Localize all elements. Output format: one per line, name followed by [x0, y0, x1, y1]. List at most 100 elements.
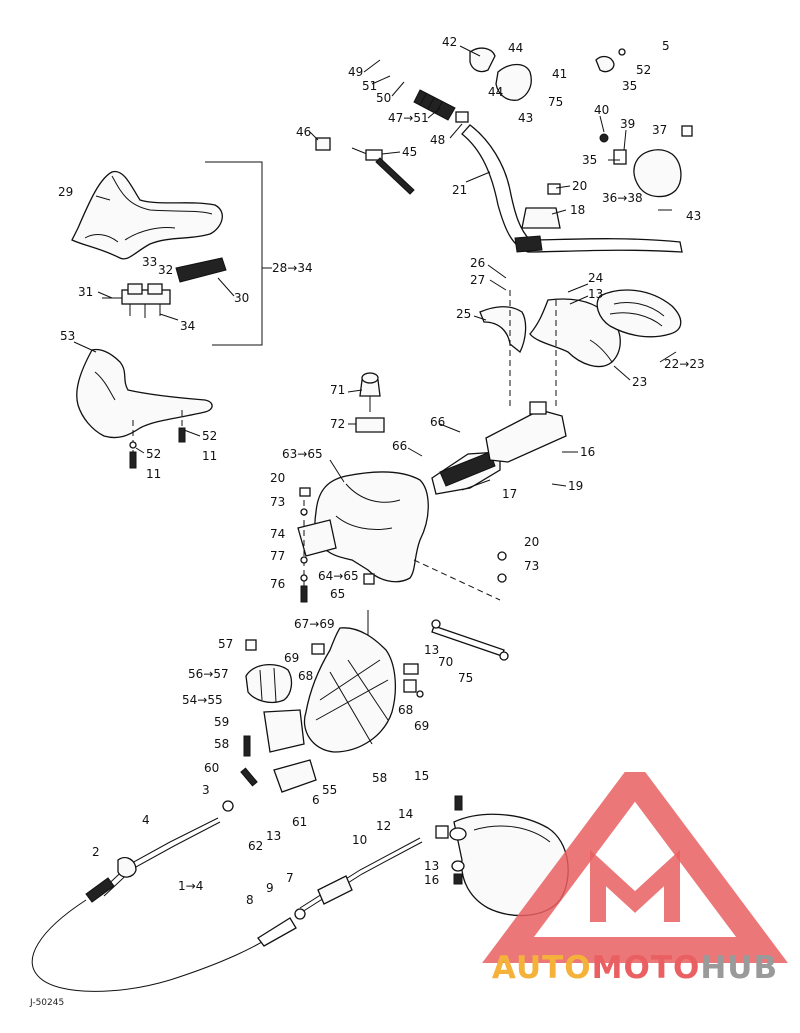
steering-rod [431, 619, 509, 661]
callout-70: 70 [438, 655, 453, 669]
callout-50: 50 [376, 91, 391, 105]
callout-20c: 20 [524, 535, 539, 549]
callout-77: 77 [270, 549, 285, 563]
side-panel [76, 348, 213, 439]
callout-28: 28→34 [272, 261, 313, 275]
callout-25: 25 [456, 307, 471, 321]
callout-68b: 68 [398, 703, 413, 717]
callout-73b: 73 [524, 559, 539, 573]
callout-8: 8 [246, 893, 254, 907]
support-hardware [299, 487, 507, 603]
handlebar [461, 124, 683, 253]
watermark-word-hub: HUB [700, 950, 779, 986]
callout-54: 54→55 [182, 693, 223, 707]
callout-65: 65 [330, 587, 345, 601]
callout-14: 14 [398, 807, 413, 821]
callout-4: 4 [142, 813, 150, 827]
callout-33: 33 [142, 255, 157, 269]
callout-52: 52 [636, 63, 651, 77]
callout-49: 49 [348, 65, 363, 79]
document-code: J-50245 [30, 998, 65, 1008]
callout-66b: 66 [392, 439, 407, 453]
callout-13c: 13 [266, 829, 281, 843]
choke-cable [315, 137, 415, 195]
callout-20: 20 [572, 179, 587, 193]
callout-1: 1→4 [178, 879, 203, 893]
callout-15: 15 [414, 769, 429, 783]
seat-strap [175, 257, 227, 283]
callout-71: 71 [330, 383, 345, 397]
callout-69: 69 [284, 651, 299, 665]
callout-36: 36→38 [602, 191, 643, 205]
callout-52c: 52 [146, 447, 161, 461]
callout-58b: 58 [372, 771, 387, 785]
callout-35b: 35 [582, 153, 597, 167]
leader-lines [73, 45, 677, 491]
callout-76: 76 [270, 577, 285, 591]
steering-support [297, 471, 429, 585]
callout-67: 67→69 [294, 617, 335, 631]
reverse-cable [257, 825, 449, 947]
callout-7: 7 [286, 871, 294, 885]
callout-58: 58 [214, 737, 229, 751]
callout-56: 56→57 [188, 667, 229, 681]
steering-pad [596, 289, 682, 338]
kill-switch-cap [595, 48, 626, 73]
switch-housing [599, 125, 693, 198]
callout-16: 16 [580, 445, 595, 459]
callout-11: 11 [202, 449, 217, 463]
callout-35: 35 [622, 79, 637, 93]
callout-21: 21 [452, 183, 467, 197]
callout-37: 37 [652, 123, 667, 137]
callout-2: 2 [92, 845, 100, 859]
handlebar-clamp [521, 183, 561, 229]
callout-72: 72 [330, 417, 345, 431]
callout-3: 3 [202, 783, 210, 797]
side-panel-screws [129, 410, 186, 469]
right-hardware [403, 663, 424, 698]
callout-48: 48 [430, 133, 445, 147]
callout-68: 68 [298, 669, 313, 683]
callout-44b: 44 [488, 85, 503, 99]
watermark-word-auto: AUTO [491, 950, 592, 986]
callout-22: 22→23 [664, 357, 705, 371]
callout-75: 75 [548, 95, 563, 109]
seat-cushion [71, 170, 223, 260]
callout-75b: 75 [458, 671, 473, 685]
callout-31: 31 [78, 285, 93, 299]
callout-20b: 20 [270, 471, 285, 485]
callout-10: 10 [352, 833, 367, 847]
callout-6: 6 [312, 793, 320, 807]
cable-clamp [245, 639, 293, 704]
callout-29: 29 [58, 185, 73, 199]
callout-19: 19 [568, 479, 583, 493]
callout-69b: 69 [414, 719, 429, 733]
callout-57: 57 [218, 637, 233, 651]
callout-60: 60 [204, 761, 219, 775]
callout-30: 30 [234, 291, 249, 305]
callout-39: 39 [620, 117, 635, 131]
callout-43: 43 [518, 111, 533, 125]
callout-13: 13 [588, 287, 603, 301]
callout-64: 64→65 [318, 569, 359, 583]
callout-61: 61 [292, 815, 307, 829]
seat-bracket [102, 283, 171, 318]
callout-43b: 43 [686, 209, 701, 223]
callout-13b: 13 [424, 643, 439, 657]
callout-44: 44 [508, 41, 523, 55]
callout-18: 18 [570, 203, 585, 217]
seat-group-bracket [205, 161, 263, 346]
steering-column [431, 401, 567, 495]
callout-11b: 11 [146, 467, 161, 481]
callout-26: 26 [470, 256, 485, 270]
callout-55: 55 [322, 783, 337, 797]
callout-13d: 13 [424, 859, 439, 873]
callout-73: 73 [270, 495, 285, 509]
handlebar-grip [413, 89, 469, 123]
callout-59: 59 [214, 715, 229, 729]
steering-cable [31, 800, 281, 992]
callout-34: 34 [180, 319, 195, 333]
callout-41: 41 [552, 67, 567, 81]
callout-53: 53 [60, 329, 75, 343]
rubber-stop [355, 372, 385, 433]
